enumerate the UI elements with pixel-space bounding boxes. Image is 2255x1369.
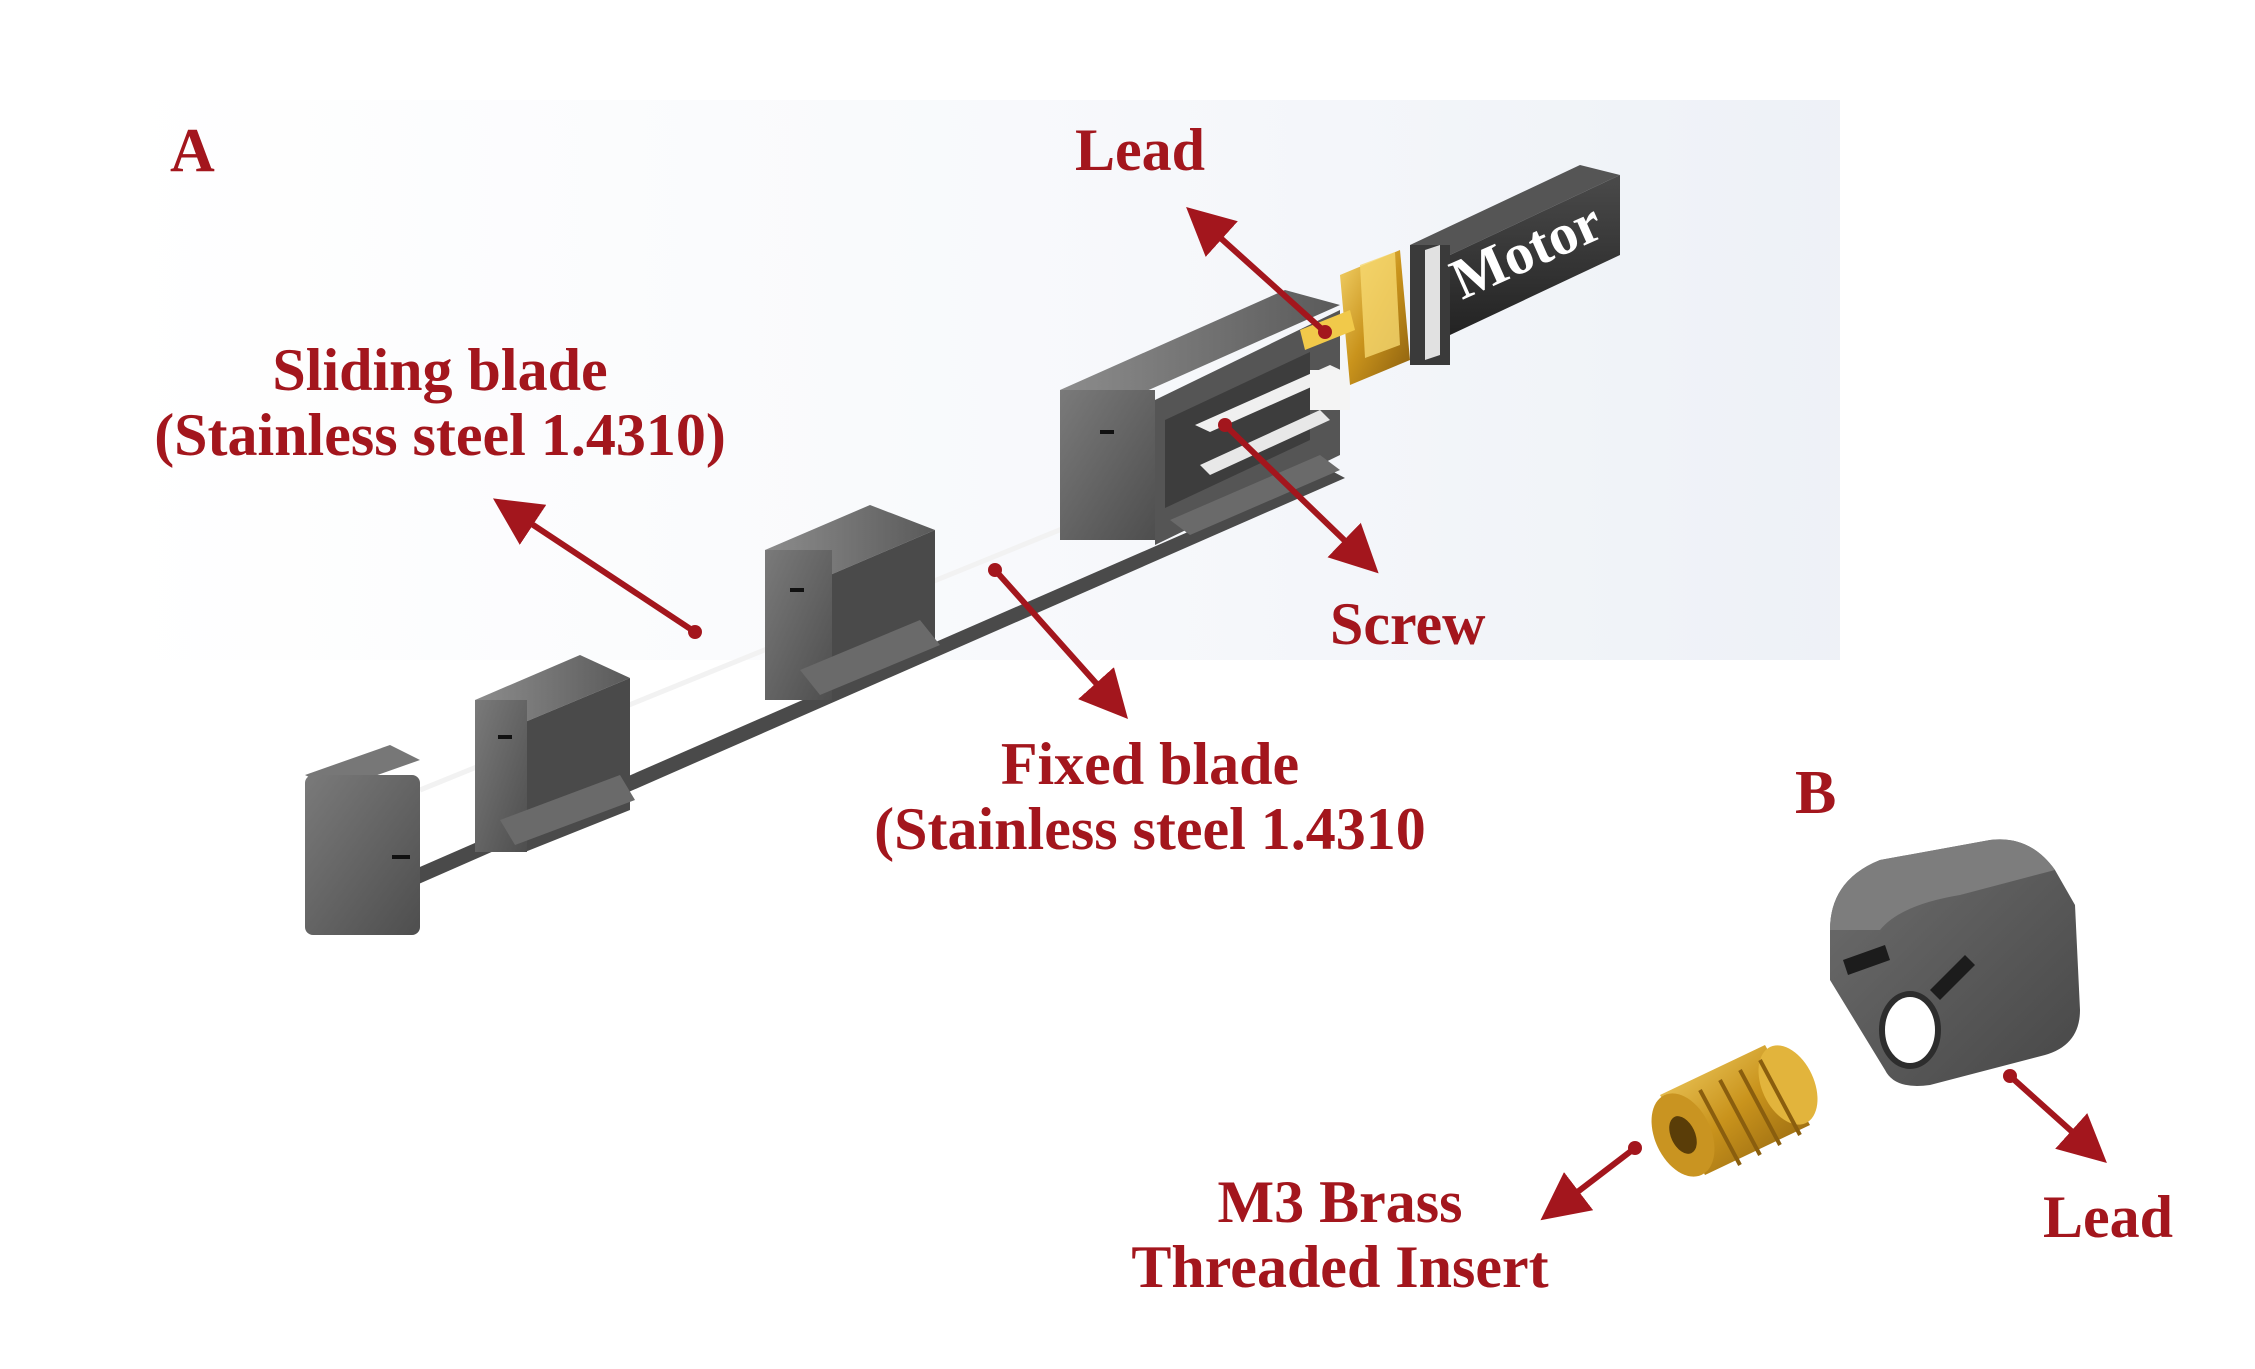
lead-nut-assembly (1651, 839, 2080, 1177)
callout-arrows (492, 206, 2107, 1221)
lead-bottom-label: Lead (2043, 1184, 2174, 1250)
brass-insert (1651, 1045, 1818, 1177)
sliding-blade-line1: Sliding blade (272, 337, 608, 403)
arrow-origins (688, 325, 2017, 1155)
fixed-blade-label: Fixed blade (Stainless steel 1.4310 (830, 732, 1470, 862)
fixed-blade-line2: (Stainless steel 1.4310 (874, 795, 1426, 862)
screw (1195, 365, 1345, 432)
arrow-lead-bottom (2007, 1073, 2107, 1164)
sliding-blade-label: Sliding blade (Stainless steel 1.4310) (115, 338, 765, 468)
insert-label: M3 Brass Threaded Insert (1100, 1170, 1580, 1300)
end-plate (305, 745, 420, 935)
arrow-fixed-blade (992, 568, 1128, 719)
screw-label: Screw (1330, 591, 1486, 657)
arrow-lead-top (1186, 206, 1328, 335)
lead-nut (1830, 839, 2080, 1086)
motor (1410, 165, 1620, 365)
sliding-blade-line2: (Stainless steel 1.4310) (154, 401, 726, 468)
guide-block-2 (765, 505, 940, 700)
insert-line1: M3 Brass (1217, 1169, 1463, 1235)
carriage-housing (1060, 290, 1350, 545)
insert-line2: Threaded Insert (1131, 1233, 1549, 1300)
panel-a-label: A (170, 117, 215, 185)
arrow-insert (1540, 1145, 1637, 1221)
fixed-blade-line1: Fixed blade (1000, 731, 1300, 797)
nut-bore (1882, 994, 1938, 1066)
arrow-screw (1222, 422, 1379, 574)
lead-top-label: Lead (1075, 117, 1206, 183)
panel-b-label: B (1795, 759, 1837, 827)
arrow-sliding-blade (492, 498, 697, 635)
blade-assembly (305, 165, 1620, 935)
guide-block-1 (475, 655, 635, 852)
